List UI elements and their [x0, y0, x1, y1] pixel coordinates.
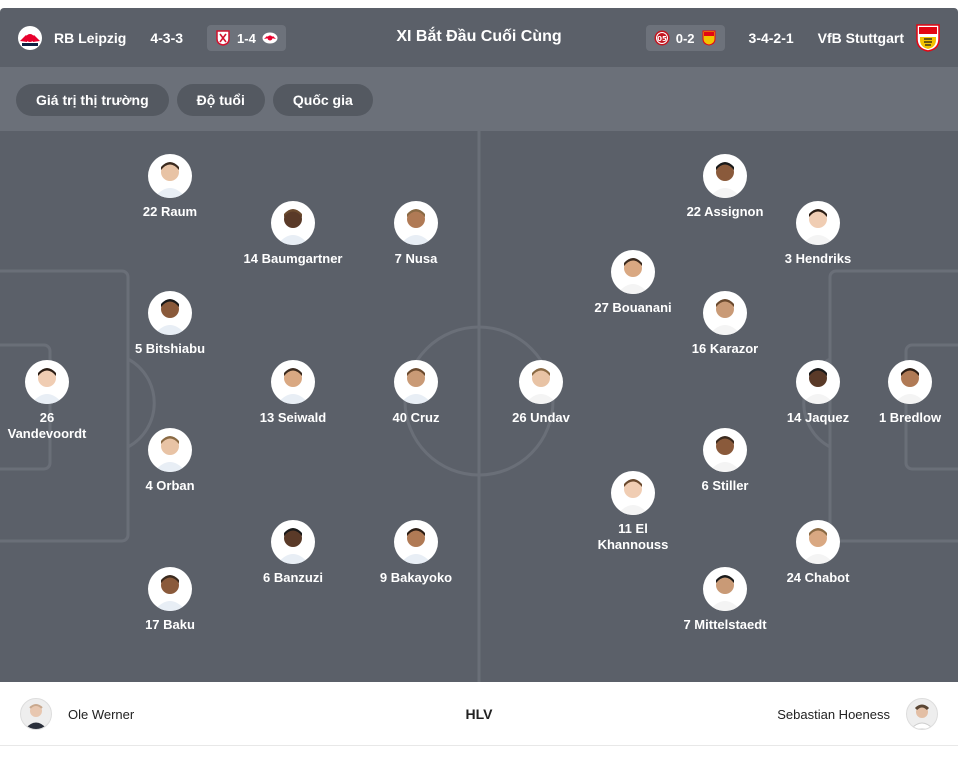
- filter-nationality-button[interactable]: Quốc gia: [272, 83, 373, 116]
- coach-label: HLV: [465, 706, 493, 722]
- player-avatar: [796, 520, 840, 564]
- away-team-name[interactable]: VfB Stuttgart: [817, 30, 904, 46]
- player-avatar: [394, 201, 438, 245]
- player-avatar: [796, 360, 840, 404]
- away-player[interactable]: 14 Jaquez: [753, 360, 883, 426]
- home-player[interactable]: 14 Baumgartner: [228, 201, 358, 267]
- home-team-block: RB Leipzig 4-3-3 1-4: [16, 8, 286, 68]
- home-player[interactable]: 9 Bakayoko: [351, 520, 481, 586]
- player-name: 22 Raum: [142, 204, 198, 219]
- player-avatar: [703, 154, 747, 198]
- home-last-score: 1-4: [237, 30, 256, 46]
- away-coach-name: Sebastian Hoeness: [777, 706, 890, 722]
- player-name: 24 Chabot: [786, 570, 850, 585]
- away-player[interactable]: 7 Mittelstaedt: [660, 567, 790, 633]
- away-player[interactable]: 6 Stiller: [660, 428, 790, 494]
- opponent-crest-icon: 05: [654, 30, 670, 46]
- player-name: 3 Hendriks: [784, 251, 852, 266]
- player-avatar: [611, 250, 655, 294]
- player-name: 40 Cruz: [392, 410, 440, 425]
- lineup-header: RB Leipzig 4-3-3 1-4 XI Bắt Đầu Cuối Cùn…: [0, 8, 958, 68]
- home-player[interactable]: 17 Baku: [105, 567, 235, 633]
- player-name: 7 Mittelstaedt: [683, 617, 767, 632]
- player-avatar: [703, 567, 747, 611]
- player-avatar: [271, 201, 315, 245]
- player-avatar: [148, 154, 192, 198]
- player-avatar: [394, 520, 438, 564]
- away-team-block: 05 0-2 3-4-2-1 VfB Stuttgart: [645, 8, 942, 68]
- player-avatar: [703, 428, 747, 472]
- player-name: 6 Stiller: [701, 478, 749, 493]
- away-player[interactable]: 16 Karazor: [660, 291, 790, 357]
- coach-bar: Ole Werner HLV Sebastian Hoeness: [0, 682, 958, 746]
- rb-leipzig-mini-crest-icon: [262, 30, 278, 46]
- player-avatar: [148, 291, 192, 335]
- player-avatar: [25, 360, 69, 404]
- player-name: 13 Seiwald: [259, 410, 327, 425]
- player-name: 27 Bouanani: [594, 300, 672, 315]
- player-name: 26 Vandevoordt: [7, 410, 87, 441]
- away-player[interactable]: 1 Bredlow: [845, 360, 958, 426]
- player-name: 5 Bitshiabu: [134, 341, 206, 356]
- player-name: 16 Karazor: [691, 341, 759, 356]
- player-avatar: [888, 360, 932, 404]
- home-formation: 4-3-3: [150, 30, 184, 46]
- filter-bar: Giá trị thị trường Độ tuổi Quốc gia: [0, 68, 958, 131]
- player-avatar: [703, 291, 747, 335]
- player-name: 4 Orban: [145, 478, 195, 493]
- player-avatar: [394, 360, 438, 404]
- away-player[interactable]: 27 Bouanani: [568, 250, 698, 316]
- player-name: 7 Nusa: [394, 251, 438, 266]
- home-player[interactable]: 5 Bitshiabu: [105, 291, 235, 357]
- player-avatar: [796, 201, 840, 245]
- opponent-crest-icon: [215, 30, 231, 46]
- away-player[interactable]: 24 Chabot: [753, 520, 883, 586]
- home-team-name[interactable]: RB Leipzig: [54, 30, 127, 46]
- home-last-match-chip[interactable]: 1-4: [207, 25, 286, 51]
- player-name: 9 Bakayoko: [379, 570, 453, 585]
- pitch: 22 Raum 14 Baumgartner 7 Nusa 5 Bitshiabu 26…: [0, 131, 958, 682]
- rb-leipzig-crest-icon[interactable]: [16, 24, 44, 52]
- filter-age-button[interactable]: Độ tuổi: [176, 83, 265, 116]
- player-name: 17 Baku: [145, 617, 195, 632]
- player-avatar: [271, 360, 315, 404]
- away-last-score: 0-2: [675, 30, 695, 46]
- home-player[interactable]: 40 Cruz: [351, 360, 481, 426]
- home-player[interactable]: 26 Vandevoordt: [0, 360, 112, 442]
- player-name: 11 El Khannouss: [597, 521, 669, 552]
- away-coach-avatar: [906, 698, 938, 730]
- away-player[interactable]: 22 Assignon: [660, 154, 790, 220]
- home-player[interactable]: 7 Nusa: [351, 201, 481, 267]
- away-last-match-chip[interactable]: 05 0-2: [645, 25, 725, 51]
- player-avatar: [148, 567, 192, 611]
- player-avatar: [519, 360, 563, 404]
- svg-text:05: 05: [657, 35, 667, 43]
- away-player[interactable]: 3 Hendriks: [753, 201, 883, 267]
- player-avatar: [271, 520, 315, 564]
- away-player[interactable]: 11 El Khannouss: [568, 471, 698, 553]
- player-name: 6 Banzuzi: [263, 570, 323, 585]
- home-player[interactable]: 13 Seiwald: [228, 360, 358, 426]
- stuttgart-crest-icon[interactable]: [914, 24, 942, 52]
- home-coach[interactable]: Ole Werner: [20, 682, 134, 746]
- home-player[interactable]: 22 Raum: [105, 154, 235, 220]
- player-avatar: [611, 471, 655, 515]
- home-coach-avatar: [20, 698, 52, 730]
- stuttgart-mini-crest-icon: [701, 30, 717, 46]
- home-coach-name: Ole Werner: [68, 706, 135, 722]
- player-name: 22 Assignon: [686, 204, 764, 219]
- away-player[interactable]: 26 Undav: [476, 360, 606, 426]
- player-name: 1 Bredlow: [878, 410, 942, 425]
- away-formation: 3-4-2-1: [748, 30, 794, 46]
- away-coach[interactable]: Sebastian Hoeness: [777, 682, 938, 746]
- home-player[interactable]: 4 Orban: [105, 428, 235, 494]
- lineup-card: RB Leipzig 4-3-3 1-4 XI Bắt Đầu Cuối Cùn…: [0, 8, 958, 758]
- filter-market-value-button[interactable]: Giá trị thị trường: [16, 83, 169, 116]
- player-name: 14 Jaquez: [786, 410, 850, 425]
- player-avatar: [148, 428, 192, 472]
- player-name: 14 Baumgartner: [243, 251, 343, 266]
- player-name: 26 Undav: [512, 410, 570, 425]
- home-player[interactable]: 6 Banzuzi: [228, 520, 358, 586]
